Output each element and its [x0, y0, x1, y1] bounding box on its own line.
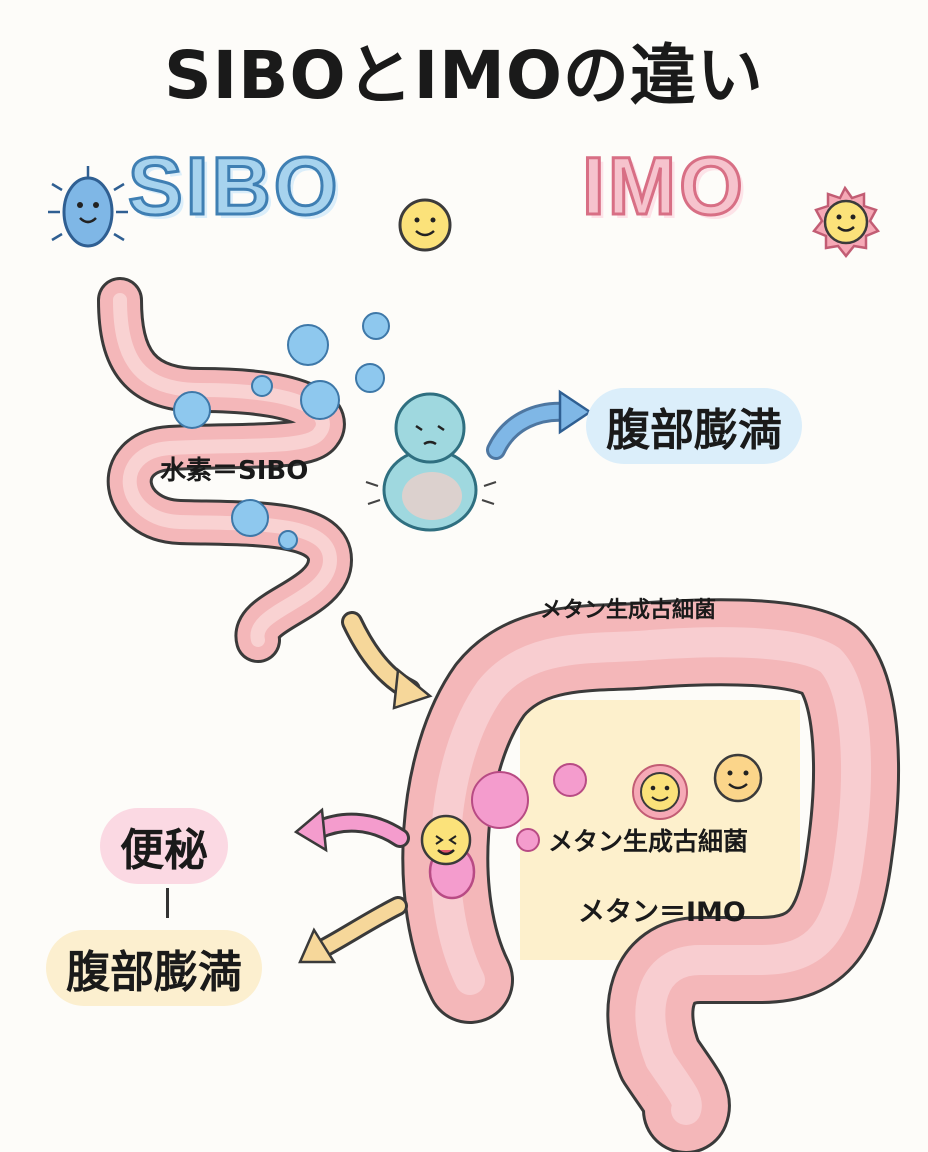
sun-smiley-icon: [811, 185, 881, 259]
archaea-label-inside: メタン生成古細菌: [548, 827, 749, 856]
archaea-label-top: メタン生成古細菌: [540, 598, 717, 623]
smiley-icon: [713, 753, 763, 803]
hydrogen-bubbles: [173, 312, 390, 550]
blue-bacterium-icon: [48, 166, 128, 248]
arrow-icon: [313, 899, 405, 957]
smiley-icon: [398, 198, 452, 252]
hydrogen-sibo-label: 水素＝SIBO: [160, 456, 309, 486]
bubble-icon: [287, 324, 329, 366]
bubble-icon: [471, 771, 529, 829]
bubble-icon: [355, 363, 385, 393]
bubble-icon: [300, 380, 340, 420]
page-title: SIBOとIMOの違い: [164, 37, 764, 114]
connector-line: [166, 888, 169, 918]
bubble-icon: [278, 530, 298, 550]
bloated-character-icon: [365, 392, 497, 532]
imo-header: IMO: [581, 140, 746, 234]
sun-smiley-icon: [632, 764, 688, 820]
sibo-header: SIBO: [126, 140, 341, 234]
colon: [401, 598, 900, 1152]
bubble-icon: [251, 375, 273, 397]
bubble-icon: [516, 828, 540, 852]
yellow-microbe-icon: [420, 814, 476, 900]
methane-imo-label: メタン＝IMO: [578, 897, 746, 928]
methane-bubbles: [471, 763, 587, 852]
small-intestine: [97, 277, 353, 663]
constipation-label: 便秘: [100, 808, 228, 884]
imo-bloating-label: 腹部膨満: [46, 930, 262, 1006]
bubble-icon: [362, 312, 390, 340]
bubble-icon: [231, 499, 269, 537]
bubble-icon: [553, 763, 587, 797]
sibo-bloating-label: 腹部膨満: [586, 388, 802, 464]
bubble-icon: [173, 391, 211, 429]
